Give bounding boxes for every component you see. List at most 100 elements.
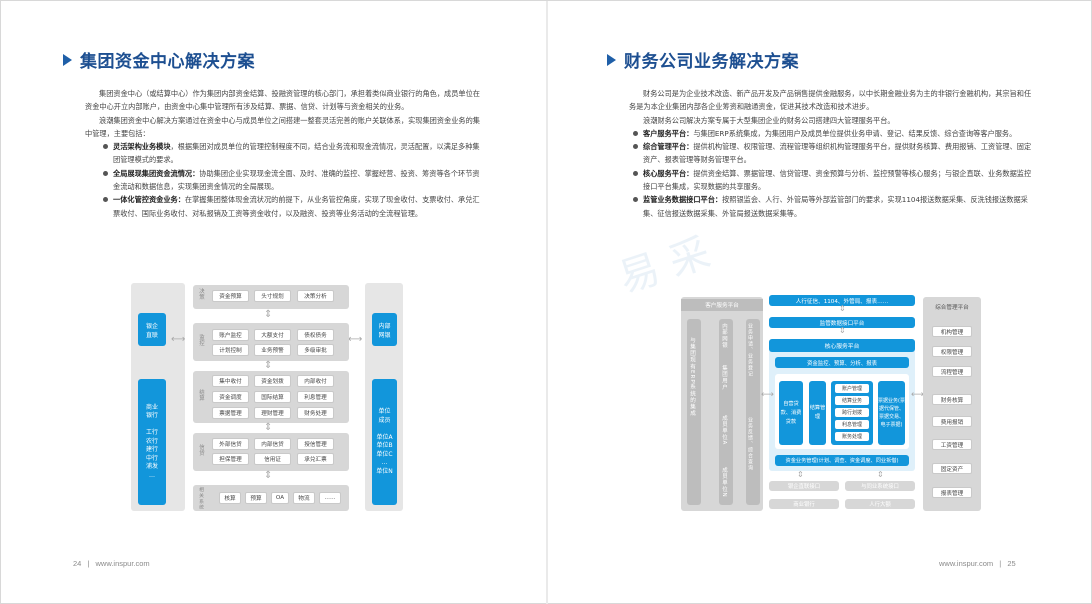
settlement-cell: 票据管理 (212, 407, 249, 419)
bullet-text: ，根据集团对成员单位的管理控制程度不同，结合业务流和现金流情况，灵活配置，以满足… (113, 142, 480, 165)
credit-cell: 外部信贷 (212, 438, 249, 450)
bullet-bold: 一体化管控资金业务： (113, 195, 185, 205)
monitor-cell: 计划控制 (212, 344, 249, 356)
chevron-right-icon (63, 53, 72, 66)
right-title: 财务公司业务解决方案 (624, 52, 799, 72)
page-number: 24 (73, 559, 82, 568)
vertical-arrow-icon: ⇕ (264, 309, 273, 320)
credit-cell: 担保管理 (212, 453, 249, 465)
footer-url: www.inspur.com (95, 559, 150, 568)
credit-label: 信贷 (198, 444, 204, 457)
monitor-cell: 业务预警 (254, 344, 291, 356)
settlement-cell: 国际结算 (254, 391, 291, 403)
bullet-text: 与集团ERP系统集成，为集团用户及成员单位提供业务申请、登记、结果反馈、综合查询… (693, 128, 1017, 138)
settlement-cell: 利息管理 (297, 391, 334, 403)
related-cell: OA (271, 492, 289, 504)
bank-interface-label: 银企直联接口 (787, 484, 821, 490)
right-body: 财务公司是为企业技术改造、新产品开发及产品销售提供金融服务，以中长期金融业务为主… (629, 87, 1037, 220)
double-arrow-icon: ⟷ (761, 390, 774, 400)
bank-interface-bar (769, 481, 839, 491)
core-sub-bar: 资金监控、预算、分析、报表 (775, 357, 909, 368)
bullet-text: 在掌握集团整体现金流状况的前提下，从业务管控角度，实现了现金收付、支票收付、承兑… (113, 195, 480, 218)
related-cell: 核算 (219, 492, 241, 504)
vertical-arrow-icon: ⇕ (877, 470, 884, 479)
monitor-cell: 债权债务 (297, 329, 334, 341)
member-units-box: 单位 成员 单位A 单位B 单位C … 单位N (372, 379, 397, 505)
settlement-item: 结算业务 (835, 396, 869, 405)
decision-label: 决策 (198, 288, 204, 301)
settlement-cell: 资金调度 (212, 391, 249, 403)
mgmt-platform-title: 综合管理平台 (935, 305, 969, 311)
settlement-mgmt-box: 结算管理 (809, 381, 826, 445)
related-cell: 物流 (293, 492, 315, 504)
self-loan-box: 自营贷款、消费贷款 (779, 381, 803, 445)
commercial-bank-bar (769, 499, 839, 509)
settlement-item: 跨行划拨 (835, 408, 869, 417)
erp-integration-label: 与集团现有ERP系统的集成 (689, 337, 695, 417)
right-page: 财务公司业务解决方案 财务公司是为企业技术改造、新产品开发及产品销售提供金融服务… (547, 1, 1092, 604)
bullet-text: 按照银监会、人行、外管局等外部监管部门的要求，实现1104报送数据采集、反洗钱报… (643, 195, 1028, 218)
left-paragraph-2: 浪潮集团资金中心解决方案通过在资金中心与成员单位之间搭建一整套灵活完善的账户关联… (85, 115, 480, 138)
bullet-text: 提供机构管理、权限管理、流程管理等组织机构管理服务平台，提供财务核算、费用报销、… (643, 142, 1032, 165)
credit-cell: 内部信贷 (254, 438, 291, 450)
vertical-arrow-icon: ⇕ (839, 304, 846, 313)
regulator-top-bar: 人行征信、1104、外管局、报表…… (769, 295, 915, 306)
erp-integration-bar (687, 319, 701, 505)
decision-cell: 决策分析 (297, 290, 334, 302)
monitor-cell: 多级审批 (297, 344, 334, 356)
commercial-bank-label: 商业银行 (793, 502, 815, 508)
member-a-label: 成员单位A (721, 415, 727, 446)
double-arrow-icon: ⟷ (171, 334, 186, 345)
credit-cell: 承兑汇票 (297, 453, 334, 465)
right-bullet-1: 客户服务平台：与集团ERP系统集成，为集团用户及成员单位提供业务申请、登记、结果… (629, 127, 1037, 140)
right-bullet-4: 监管业务数据接口平台：按照银监会、人行、外管局等外部监管部门的要求，实现1104… (629, 193, 1037, 220)
right-paragraph-1: 财务公司是为企业技术改造、新产品开发及产品销售提供金融服务，以中长期金融业务为主… (629, 89, 1032, 112)
left-page: 集团资金中心解决方案 集团资金中心（或结算中心）作为集团内部资金结算、投融资管理… (1, 1, 547, 604)
left-bullet-3: 一体化管控资金业务：在掌握集团整体现金流状况的前提下，从业务管控角度，实现了现金… (99, 193, 485, 220)
settlement-cell: 资金划拨 (254, 375, 291, 387)
monitor-label: 监控 (198, 334, 204, 347)
settlement-cell: 集中收付 (212, 375, 249, 387)
fund-business-bar: 资金业务管理(计划、调查、资金调度、同业拆借) (775, 455, 909, 466)
related-cell: 预算 (245, 492, 267, 504)
internal-ebank-box: 内部 网银 (372, 313, 397, 346)
core-platform-title: 核心服务平台 (769, 339, 915, 352)
watermark-decoration: 易 采 (613, 229, 716, 303)
apply-feedback-bar (746, 319, 760, 505)
mgmt-item: 机构管理 (932, 326, 972, 337)
right-bullet-3: 核心服务平台：提供资金结算、票据管理、信贷管理、资金预算与分析、监控预警等核心服… (629, 167, 1037, 194)
decision-cell: 资金预算 (212, 290, 249, 302)
bullet-bold: 核心服务平台： (643, 168, 694, 178)
peer-interface-label: 与同业系统接口 (861, 484, 899, 490)
page-number: 25 (1007, 559, 1016, 568)
bullet-bold: 客户服务平台： (643, 128, 694, 138)
left-footer: 24 | www.inspur.com (73, 559, 150, 568)
mgmt-item: 流程管理 (932, 366, 972, 377)
monitor-cell: 账户监控 (212, 329, 249, 341)
right-paragraph-2: 浪潮财务公司解决方案专属于大型集团企业的财务公司搭建四大管理服务平台。 (643, 115, 895, 125)
vertical-arrow-icon: ⇕ (264, 360, 273, 371)
business-apply-label: 业务申请、业务登记 (747, 323, 753, 377)
bullet-bold: 监管业务数据接口平台： (643, 195, 723, 205)
vertical-arrow-icon: ⇕ (264, 470, 273, 481)
bullet-bold: 灵活架构业务模块 (113, 142, 171, 152)
decision-cell: 头寸规划 (254, 290, 291, 302)
credit-cell: 信用证 (254, 453, 291, 465)
bank-direct-link-box: 银企 直联 (138, 313, 166, 346)
left-bullet-1: 灵活架构业务模块，根据集团对成员单位的管理控制程度不同，结合业务流和现金流情况，… (99, 140, 485, 167)
settlement-item: 利息管理 (835, 420, 869, 429)
footer-url: www.inspur.com (939, 559, 994, 568)
settlement-cell: 理财管理 (254, 407, 291, 419)
bullet-text: 协助集团企业实现现金流全面、及时、准确的监控、掌握经营、投资、筹资等各个环节资金… (113, 168, 480, 192)
settlement-item: 账务处理 (835, 432, 869, 441)
right-heading: 财务公司业务解决方案 (607, 47, 799, 72)
settlement-label: 结算 (198, 389, 204, 402)
settlement-cell: 财务处理 (297, 407, 334, 419)
mgmt-item: 财务核算 (932, 394, 972, 405)
mgmt-item: 费用报销 (932, 416, 972, 427)
monitor-cell: 大额支付 (254, 329, 291, 341)
group-user-label: 集团用户 (721, 365, 727, 391)
chevron-right-icon (607, 53, 616, 66)
page-gutter (546, 1, 548, 604)
